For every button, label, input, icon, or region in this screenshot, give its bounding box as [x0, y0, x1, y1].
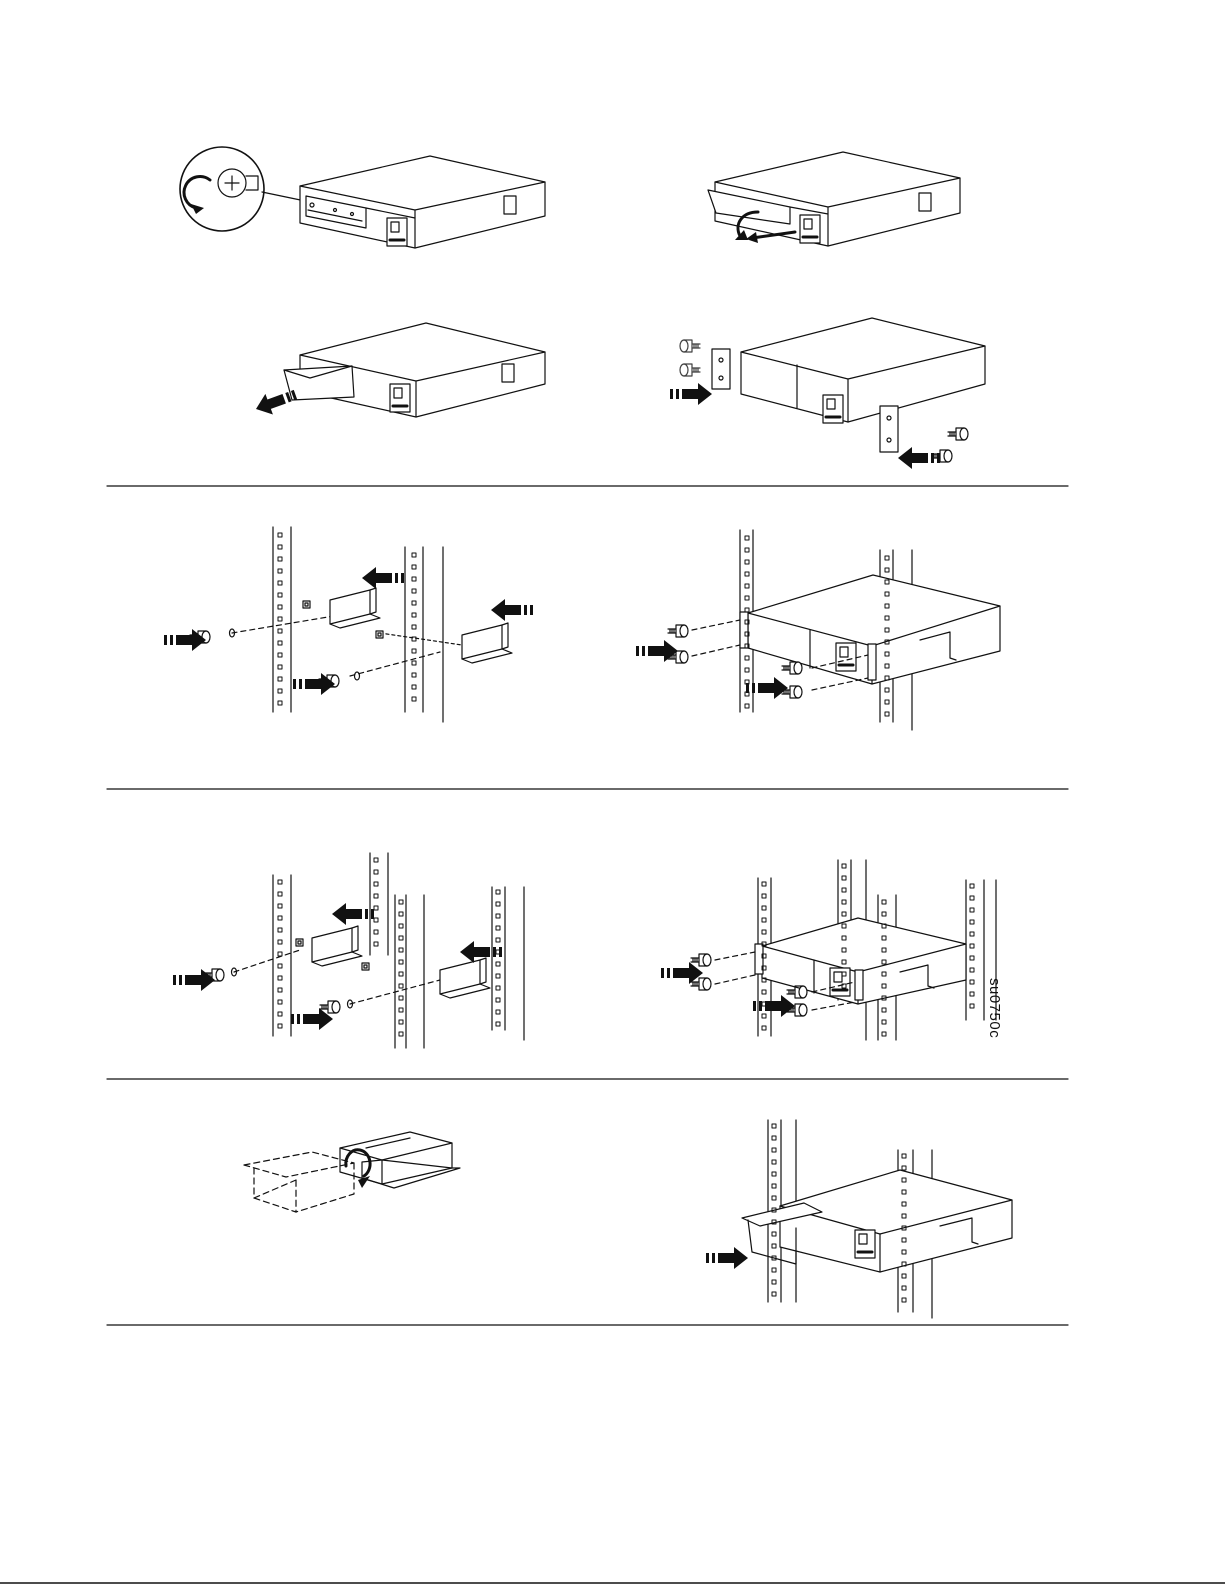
step-insert-battery — [705, 1119, 1013, 1319]
rack-rail-holes — [277, 532, 975, 1303]
step-rotate-battery — [243, 1131, 461, 1213]
step-mount-ups-square-hole — [635, 529, 1001, 731]
step-install-rails-square-hole — [163, 526, 534, 723]
step-loosen-bezel-screw — [179, 146, 546, 249]
step-mount-ups-round-hole — [660, 859, 997, 1041]
figure-code-label: su0750c — [986, 978, 1003, 1039]
step-pull-out-battery — [251, 322, 546, 420]
step-install-rails-round-hole — [172, 852, 525, 1049]
step-attach-mounting-ears — [669, 317, 986, 470]
step-remove-front-bezel — [707, 151, 961, 247]
